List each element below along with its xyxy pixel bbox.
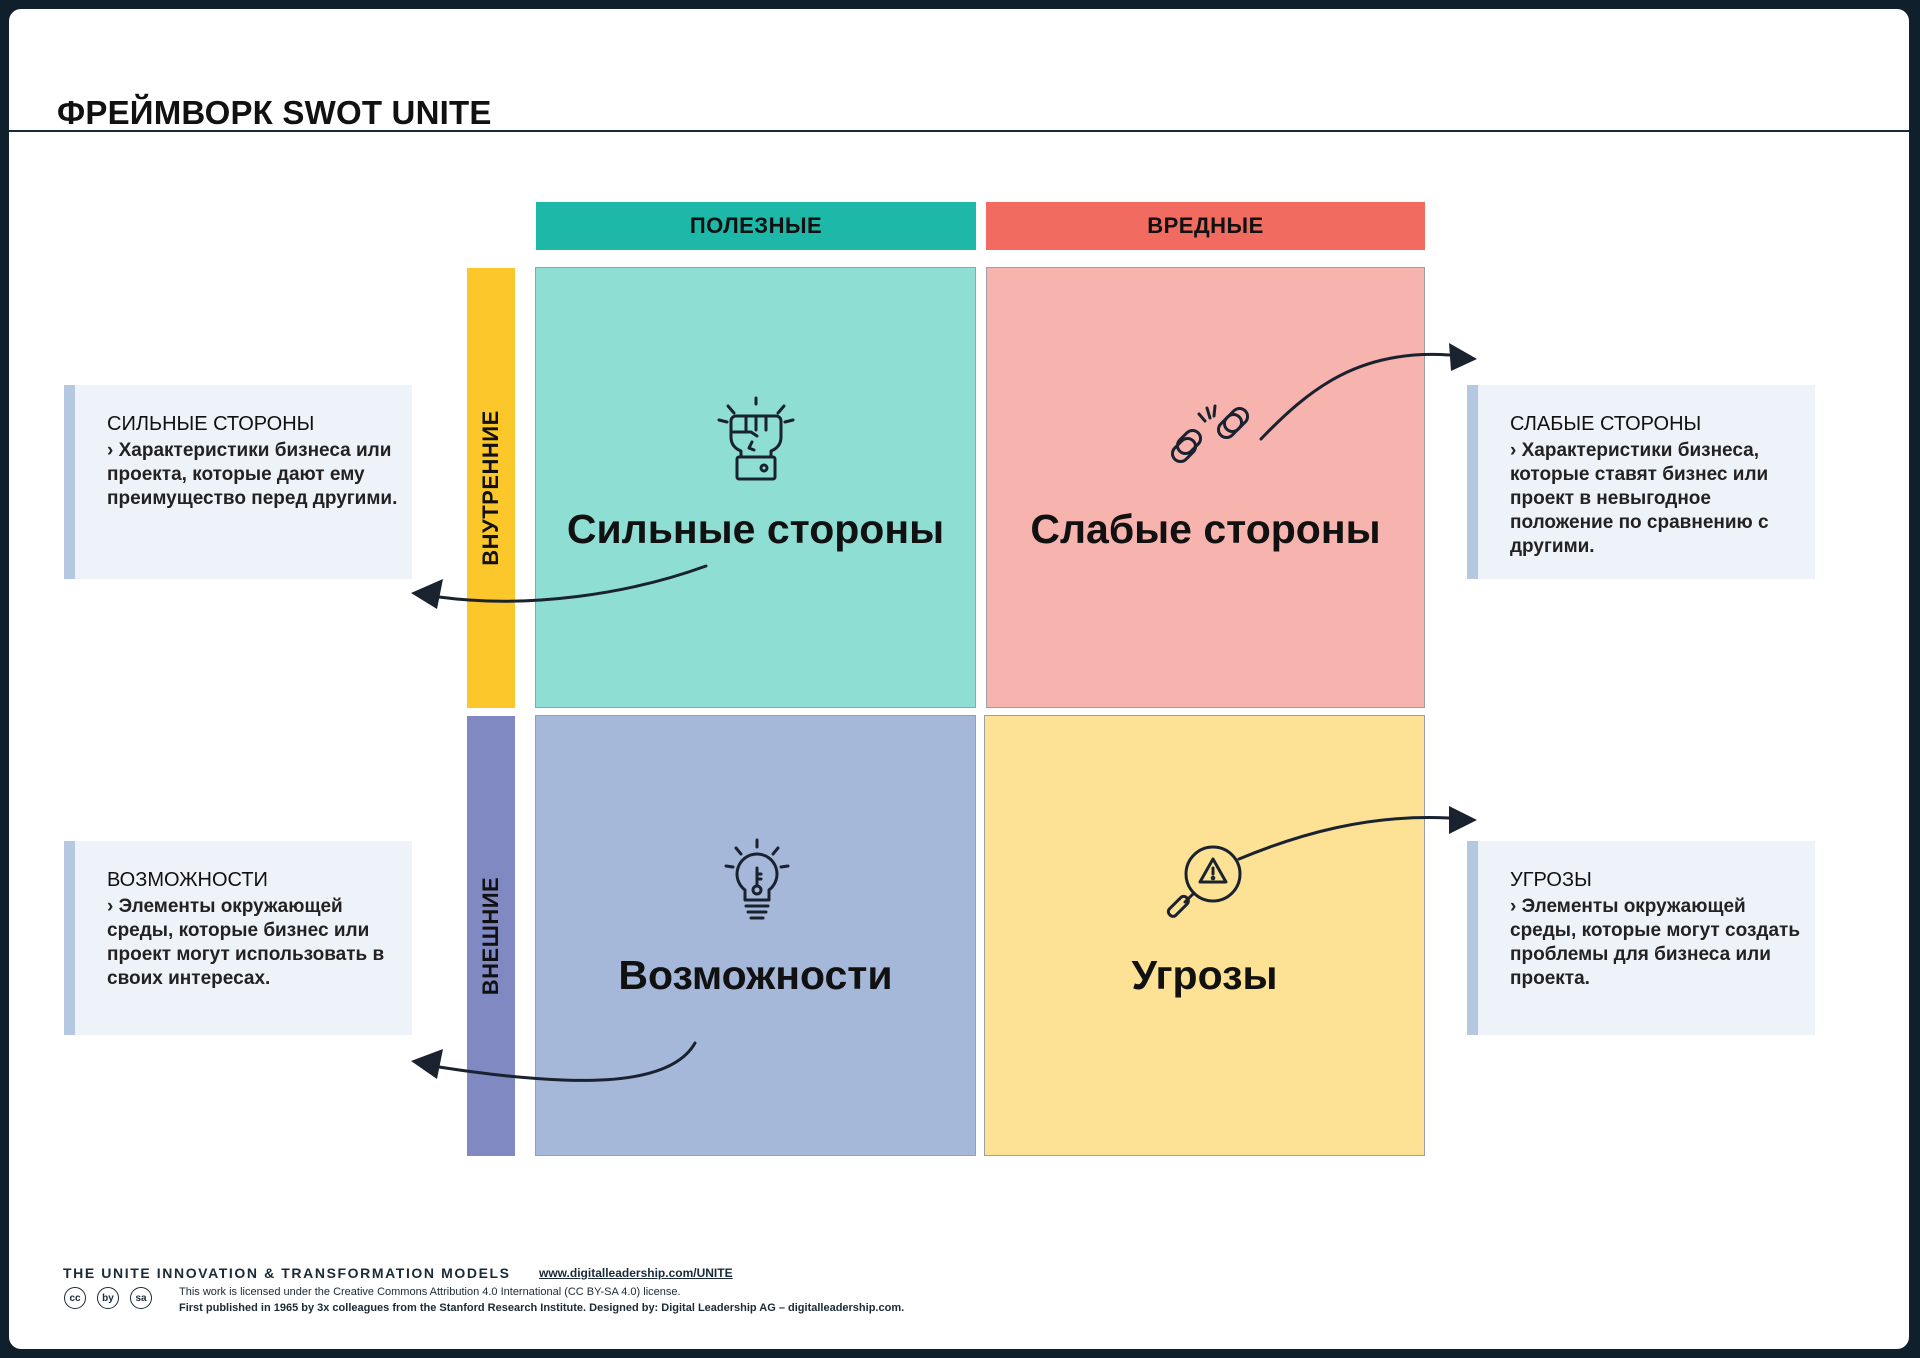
connector-arrows [411,343,1477,1082]
arrow-opportunities [437,1041,697,1082]
quadrant-weaknesses: Слабые стороны [986,267,1425,708]
broken-chain-icon [1170,404,1250,464]
arrowhead-strengths [411,579,443,609]
footer-models-title: THE UNITE INNOVATION & TRANSFORMATION MO… [63,1265,511,1281]
arrow-weaknesses [1259,352,1451,441]
title-divider [9,130,1909,132]
note-threats-title: УГРОЗЫ [1510,869,1592,891]
canvas: ФРЕЙМВОРК SWOT UNITE ПОЛЕЗНЫЕ ВРЕДНЫЕ ВН… [9,9,1909,1349]
cc-badge-icon: cc [64,1287,86,1309]
row-header-external: ВНЕШНИЕ [467,716,515,1156]
raised-fist-icon [717,396,795,481]
note-weaknesses: СЛАБЫЕ СТОРОНЫ › Характеристики бизнеса,… [1467,385,1815,579]
note-strengths-text: › Характеристики бизнеса или проекта, ко… [107,440,398,509]
arrowhead-weaknesses [1449,343,1477,371]
magnifier-warning-icon [1166,845,1242,918]
note-opportunities-accent [64,841,75,1035]
footer-link[interactable]: www.digitalleadership.com/UNITE [539,1266,733,1280]
note-threats-accent [1467,841,1478,1035]
quadrant-strengths: Сильные стороны [535,267,976,708]
arrowhead-opportunities [411,1049,443,1079]
note-strengths-title: СИЛЬНЫЕ СТОРОНЫ [107,413,315,435]
note-opportunities-text: › Элементы окружающей среды, которые биз… [107,896,385,989]
arrow-threats [1237,816,1451,861]
note-threats: УГРОЗЫ › Элементы окружающей среды, кото… [1467,841,1815,1035]
note-threats-text: › Элементы окружающей среды, которые мог… [1510,896,1801,989]
note-weaknesses-title: СЛАБЫЕ СТОРОНЫ [1510,413,1702,435]
quadrant-strengths-label: Сильные стороны [566,506,945,552]
quadrant-opportunities: Возможности [535,715,976,1156]
note-weaknesses-accent [1467,385,1478,579]
publication-text: First published in 1965 by 3x colleagues… [179,1302,905,1314]
quadrant-threats-label: Угрозы [1131,952,1278,998]
note-weaknesses-text: › Характеристики бизнеса, которые ставят… [1510,440,1769,557]
cc-sa-badge-icon: sa [130,1287,152,1309]
note-opportunities: ВОЗМОЖНОСТИ › Элементы окружающей среды,… [64,841,412,1035]
quadrant-threats: Угрозы [984,715,1425,1156]
note-opportunities-title: ВОЗМОЖНОСТИ [107,869,268,891]
cc-by-badge-icon: by [97,1287,119,1309]
quadrant-opportunities-label: Возможности [618,952,893,998]
page-title: ФРЕЙМВОРК SWOT UNITE [57,94,492,131]
column-header-harmful: ВРЕДНЫЕ [986,202,1425,250]
arrowhead-threats [1449,806,1477,834]
lightbulb-icon [724,838,790,920]
license-text: This work is licensed under the Creative… [179,1286,681,1298]
quadrant-weaknesses-label: Слабые стороны [1030,506,1381,552]
arrow-strengths [437,564,708,603]
note-strengths: СИЛЬНЫЕ СТОРОНЫ › Характеристики бизнеса… [64,385,412,579]
note-strengths-accent [64,385,75,579]
column-header-helpful: ПОЛЕЗНЫЕ [536,202,976,250]
row-header-internal: ВНУТРЕННИЕ [467,268,515,708]
